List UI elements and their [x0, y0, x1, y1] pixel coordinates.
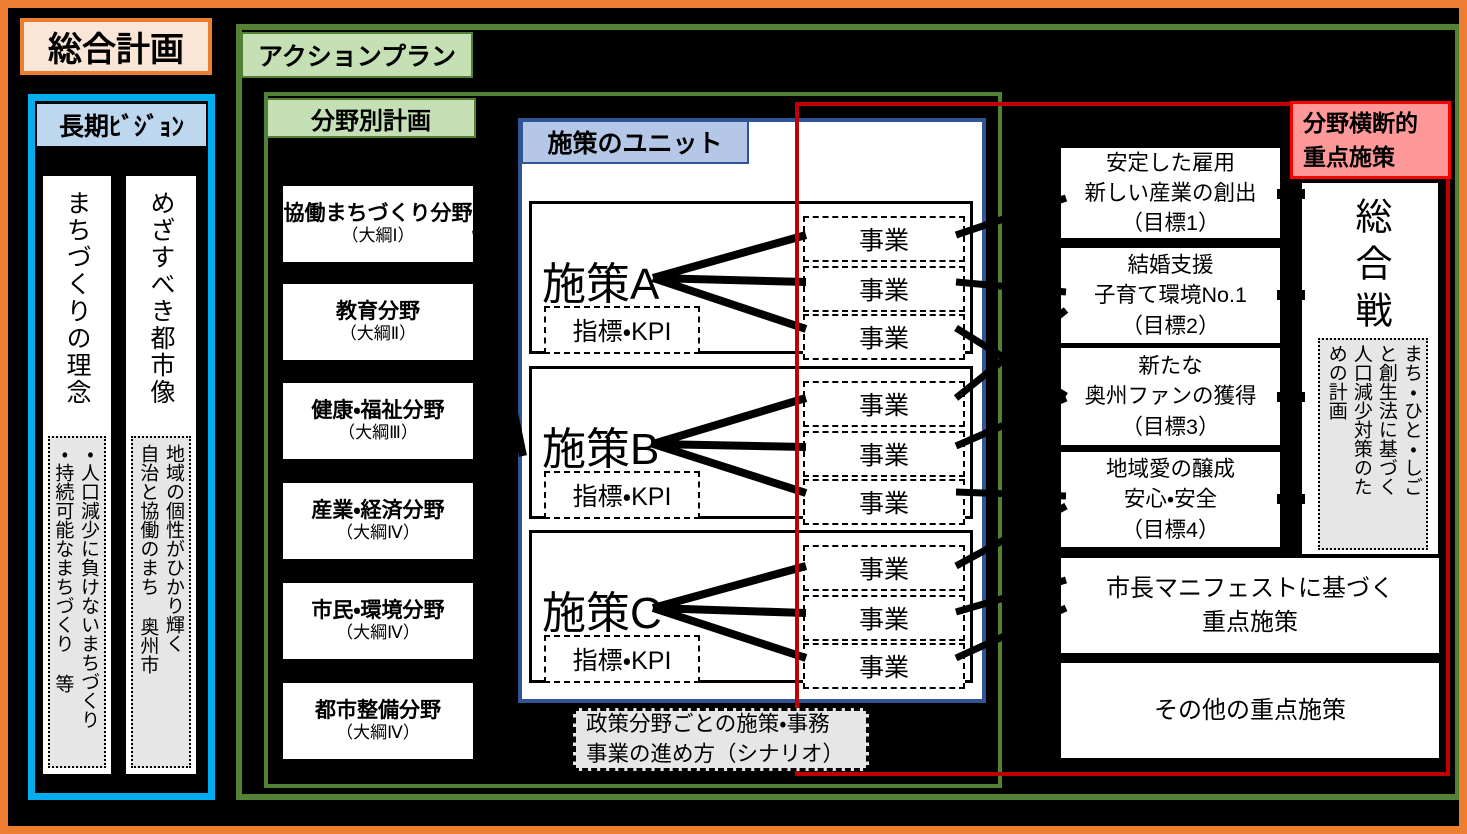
vision-heading-principle: まちづくりの理念 — [63, 190, 91, 406]
project-box: 事業 — [803, 381, 965, 427]
cross-field-priority-label: 分野横断的 重点施策 — [1290, 101, 1451, 179]
other-priority-box: その他の重点施策 — [1061, 663, 1439, 758]
project-box: 事業 — [803, 479, 965, 525]
kpi-box: 指標・KPI — [544, 471, 700, 519]
goal-box-1: 安定した雇用 新しい産業の創出 （目標1） — [1061, 148, 1280, 238]
field-taiko: （大綱Ⅳ） — [336, 523, 420, 543]
policy-name: 施策C — [542, 589, 662, 638]
project-box: 事業 — [803, 266, 965, 312]
project-box: 事業 — [803, 595, 965, 641]
field-name: 協働まちづくり分野 — [283, 202, 473, 226]
vision-heading-city-image: めざすべき都市像 — [147, 190, 175, 406]
project-box: 事業 — [803, 314, 965, 360]
field-box-urban-development: 都市整備分野 （大綱Ⅳ） — [280, 680, 476, 762]
policy-name: 施策A — [542, 260, 660, 309]
vision-note-city-image: 地域の個性がひかり輝く 自治と協働のまち 奥州市 — [131, 436, 191, 768]
field-box-health-welfare: 健康・福祉分野 （大綱Ⅲ） — [280, 380, 476, 462]
long-term-vision-label: 長期ﾋﾞｼﾞｮﾝ — [37, 104, 206, 146]
kpi-box: 指標・KPI — [544, 635, 700, 683]
goal-box-3: 新たな 奥州ファンの獲得 （目標3） — [1061, 348, 1280, 445]
field-taiko: （大綱Ⅲ） — [338, 423, 418, 443]
field-box-collaboration: 協働まちづくり分野 （大綱Ⅰ） — [280, 183, 476, 265]
action-plan-frame — [236, 24, 1459, 800]
field-taiko: （大綱Ⅰ） — [341, 226, 415, 246]
field-box-citizen-environment: 市民・環境分野 （大綱Ⅳ） — [280, 580, 476, 662]
field-taiko: （大綱Ⅳ） — [336, 623, 420, 643]
goal-box-2: 結婚支援 子育て環境No.1 （目標2） — [1061, 248, 1280, 343]
project-box: 事業 — [803, 431, 965, 477]
vision-column-principle: まちづくりの理念 ・人口減少に負けないまちづくり ・持続可能なまちづくり 等 — [43, 176, 111, 774]
field-taiko: （大綱Ⅱ） — [339, 324, 417, 344]
policy-name: 施策B — [542, 425, 660, 474]
field-plan-label: 分野別計画 — [266, 98, 476, 138]
field-name: 産業・経済分野 — [311, 499, 445, 523]
cross-field-emphasis-rect — [795, 102, 1450, 776]
field-box-industry-economy: 産業・経済分野 （大綱Ⅳ） — [280, 480, 476, 562]
action-plan-label: アクションプラン — [241, 32, 473, 78]
mayor-manifesto-box: 市長マニフェストに基づく 重点施策 — [1061, 558, 1439, 653]
field-name: 市民・環境分野 — [311, 599, 445, 623]
kpi-box: 指標・KPI — [544, 306, 700, 354]
vision-note-principle: ・人口減少に負けないまちづくり ・持続可能なまちづくり 等 — [48, 436, 106, 768]
field-name: 都市整備分野 — [315, 699, 441, 723]
field-taiko: （大綱Ⅳ） — [336, 723, 420, 743]
scenario-note: 政策分野ごとの施策・事務 事業の進め方（シナリオ） — [573, 708, 869, 771]
field-name: 教育分野 — [336, 300, 420, 324]
policy-unit-label: 施策のユニット — [521, 120, 749, 164]
project-box: 事業 — [803, 643, 965, 689]
page-title: 総合計画 — [20, 18, 212, 75]
field-name: 健康・福祉分野 — [311, 399, 445, 423]
field-box-education: 教育分野 （大綱Ⅱ） — [280, 281, 476, 363]
comprehensive-strategy-box: 総合戦略 まち・ひと・しご と創生法に基づく 人口減少対策のた めの計画 — [1302, 183, 1438, 554]
comprehensive-strategy-note: まち・ひと・しご と創生法に基づく 人口減少対策のた めの計画 — [1318, 338, 1428, 550]
goal-box-4: 地域愛の醸成 安心・安全 （目標4） — [1061, 452, 1280, 547]
vision-column-city-image: めざすべき都市像 地域の個性がひかり輝く 自治と協働のまち 奥州市 — [126, 176, 196, 774]
